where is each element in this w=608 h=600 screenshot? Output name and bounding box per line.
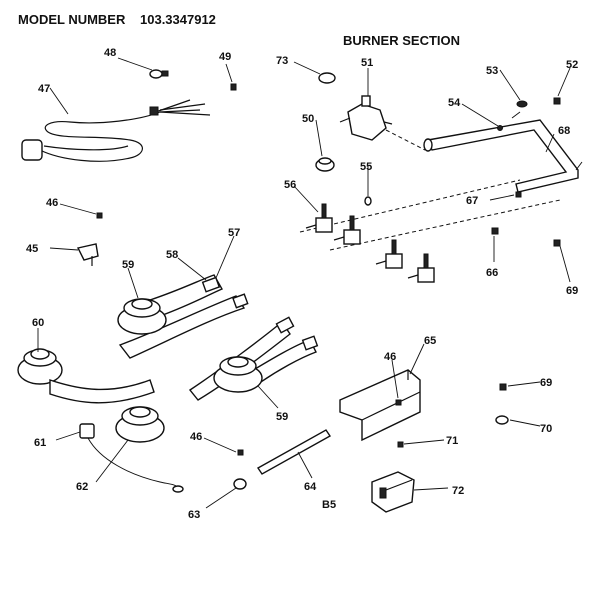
callout-52: 52 [566, 59, 578, 71]
callout-71: 71 [446, 435, 458, 447]
burner-front-left [115, 406, 165, 443]
screw-52 [553, 97, 561, 105]
clip [233, 478, 247, 490]
callout-46-c: 46 [190, 431, 202, 443]
igniter-rod [256, 429, 332, 475]
leader-lines [37, 57, 571, 509]
figure-code: B5 [322, 499, 336, 511]
callout-51: 51 [361, 57, 373, 69]
screw-66 [491, 227, 499, 235]
callout-58: 58 [166, 249, 178, 261]
screw-46-lower [237, 449, 244, 456]
callout-56: 56 [284, 179, 296, 191]
screw-67 [515, 191, 522, 198]
callout-labels: 48 49 47 73 51 53 52 54 68 50 55 46 56 6… [26, 47, 578, 521]
callout-55: 55 [360, 161, 372, 173]
callout-69-b: 69 [540, 377, 552, 389]
bracket [76, 243, 99, 266]
callout-48: 48 [104, 47, 116, 59]
callout-66: 66 [486, 267, 498, 279]
screw [230, 83, 237, 91]
callout-45: 45 [26, 243, 38, 255]
callout-59-b: 59 [276, 411, 288, 423]
grommet [149, 69, 169, 79]
callout-46-b: 46 [384, 351, 396, 363]
wire-harness [21, 99, 211, 162]
burner-front-right [213, 356, 263, 393]
callout-65: 65 [424, 335, 436, 347]
burner-shield [339, 369, 421, 442]
igniter [79, 423, 184, 493]
callout-72: 72 [452, 485, 464, 497]
callout-60: 60 [32, 317, 44, 329]
gas-manifold [385, 111, 583, 193]
callout-64: 64 [304, 481, 317, 493]
nut-53 [516, 100, 528, 108]
model-number-label: MODEL NUMBER [18, 12, 126, 27]
callout-53: 53 [486, 65, 498, 77]
screw-46-shield [395, 399, 402, 406]
callout-68: 68 [558, 125, 570, 137]
model-number-value: 103.3347912 [140, 12, 216, 27]
burner-valves [299, 179, 561, 283]
screw-46-upper [96, 212, 103, 219]
callout-69-a: 69 [566, 285, 578, 297]
burner-rear [117, 298, 167, 335]
callout-61: 61 [34, 437, 46, 449]
callout-46-a: 46 [46, 197, 58, 209]
burner-tubes-rear [118, 274, 249, 359]
callout-70: 70 [540, 423, 552, 435]
callout-73: 73 [276, 55, 288, 67]
screw-71 [397, 441, 404, 448]
spark-module [371, 471, 415, 513]
callout-57: 57 [228, 227, 240, 239]
orifice-hood [315, 157, 335, 172]
washer [318, 72, 336, 84]
callout-63: 63 [188, 509, 200, 521]
callout-54: 54 [448, 97, 461, 109]
section-title: BURNER SECTION [343, 33, 460, 48]
callout-47: 47 [38, 83, 50, 95]
callout-67: 67 [466, 195, 478, 207]
washer-70 [495, 415, 509, 425]
screw-69-lower [499, 383, 507, 391]
callout-62: 62 [76, 481, 88, 493]
spring-clip [364, 196, 372, 206]
screw-69-upper [553, 239, 561, 247]
callout-59-a: 59 [122, 259, 134, 271]
screw-54 [497, 125, 503, 131]
pressure-regulator [339, 95, 393, 141]
callout-49: 49 [219, 51, 231, 63]
burner-left-rear [17, 348, 155, 404]
callout-50: 50 [302, 113, 314, 125]
